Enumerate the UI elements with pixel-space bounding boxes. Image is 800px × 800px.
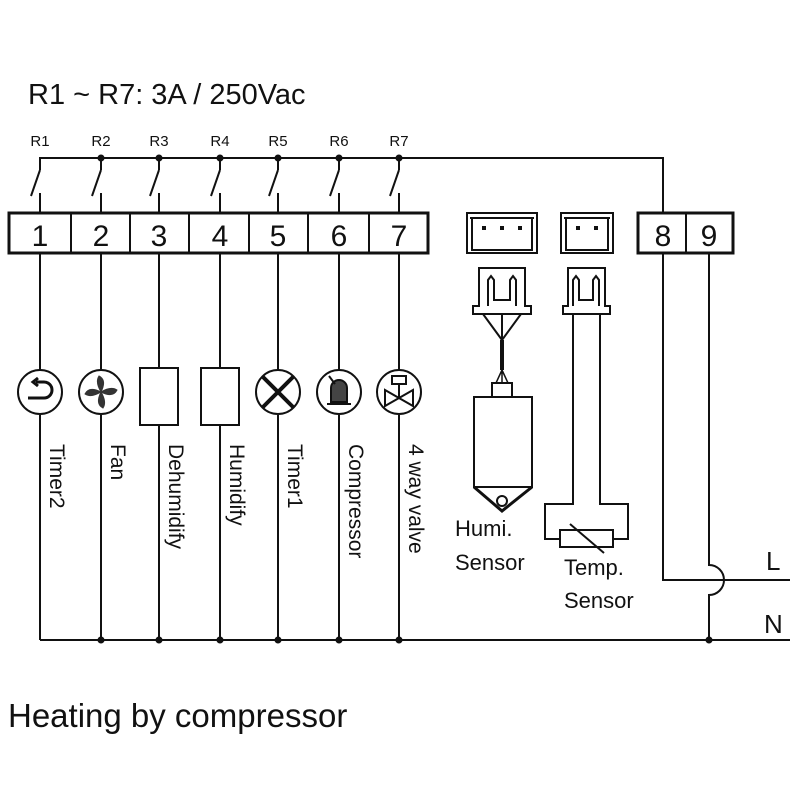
junction-dot bbox=[274, 154, 282, 162]
junction-dot bbox=[274, 636, 282, 644]
load-label: Timer2 bbox=[45, 444, 68, 509]
temp-label-2: Sensor bbox=[564, 588, 634, 613]
temperature-connector bbox=[544, 212, 629, 540]
junction-dot bbox=[335, 636, 343, 644]
junction-dot bbox=[705, 636, 713, 644]
terminal-number: 4 bbox=[212, 220, 229, 253]
load-label: Timer1 bbox=[283, 444, 306, 509]
fan-icon bbox=[78, 369, 124, 415]
relay-label: R1 bbox=[30, 133, 49, 150]
terminal-number: 8 bbox=[655, 220, 672, 253]
live-label: L bbox=[766, 546, 780, 576]
temp-label-1: Temp. bbox=[564, 555, 624, 580]
lamp-icon bbox=[255, 369, 301, 415]
relay-column-r7: R7 4 way valve bbox=[376, 133, 427, 644]
relay-contact bbox=[268, 169, 279, 197]
valve-icon bbox=[376, 369, 422, 415]
wires bbox=[39, 157, 790, 641]
relay-contact bbox=[389, 169, 400, 197]
top-bus bbox=[39, 157, 664, 213]
relay-columns: R1Timer2R2FanR3DehumidifyR4HumidifyR5Tim… bbox=[17, 133, 427, 644]
relay-contact bbox=[149, 169, 160, 197]
junction-dot bbox=[97, 636, 105, 644]
terminal-number: 3 bbox=[151, 220, 168, 253]
terminal-number: 1 bbox=[32, 220, 49, 253]
thermistor-icon bbox=[559, 523, 614, 554]
timer-icon bbox=[17, 369, 63, 415]
junction-dot bbox=[97, 154, 105, 162]
terminal-number: 7 bbox=[391, 220, 408, 253]
relay-contact bbox=[210, 169, 221, 197]
load-label: Dehumidify bbox=[164, 444, 187, 550]
relay-contact bbox=[30, 169, 41, 197]
humi-label-1: Humi. bbox=[455, 516, 512, 541]
junction-dot bbox=[155, 636, 163, 644]
footer-caption: Heating by compressor bbox=[8, 697, 347, 734]
relay-label: R3 bbox=[149, 133, 168, 150]
relay-label: R5 bbox=[268, 133, 287, 150]
neutral-label: N bbox=[764, 609, 783, 639]
load-label: Fan bbox=[106, 444, 129, 480]
terminal-block-relays: 1 2 3 4 5 6 7 bbox=[7, 211, 430, 255]
relay-contact bbox=[91, 169, 102, 197]
resistor-box-icon bbox=[200, 367, 240, 426]
terminal-number: 9 bbox=[701, 220, 718, 253]
humi-label-2: Sensor bbox=[455, 550, 525, 575]
humidity-sensor bbox=[473, 382, 533, 513]
terminal-number: 5 bbox=[270, 220, 287, 253]
terminal-number: 2 bbox=[93, 220, 110, 253]
terminal-number: 6 bbox=[331, 220, 348, 253]
junction-dot bbox=[395, 154, 403, 162]
rating-title: R1 ~ R7: 3A / 250Vac bbox=[28, 79, 306, 111]
relay-label: R2 bbox=[91, 133, 110, 150]
resistor-box-icon bbox=[139, 367, 179, 426]
humidity-connector bbox=[466, 212, 538, 384]
load-label: Humidify bbox=[225, 444, 248, 526]
load-label: Compressor bbox=[344, 444, 367, 558]
compressor-icon bbox=[316, 369, 362, 415]
relay-label: R7 bbox=[389, 133, 408, 150]
live-wire bbox=[662, 253, 790, 581]
relay-label: R4 bbox=[210, 133, 229, 150]
junction-dot bbox=[335, 154, 343, 162]
junction-dot bbox=[395, 636, 403, 644]
relay-label: R6 bbox=[329, 133, 348, 150]
junction-dot bbox=[216, 154, 224, 162]
load-label: 4 way valve bbox=[404, 444, 427, 554]
relay-contact bbox=[329, 169, 340, 197]
junction-dot bbox=[216, 636, 224, 644]
junction-dot bbox=[155, 154, 163, 162]
neutral-wire bbox=[708, 253, 725, 640]
